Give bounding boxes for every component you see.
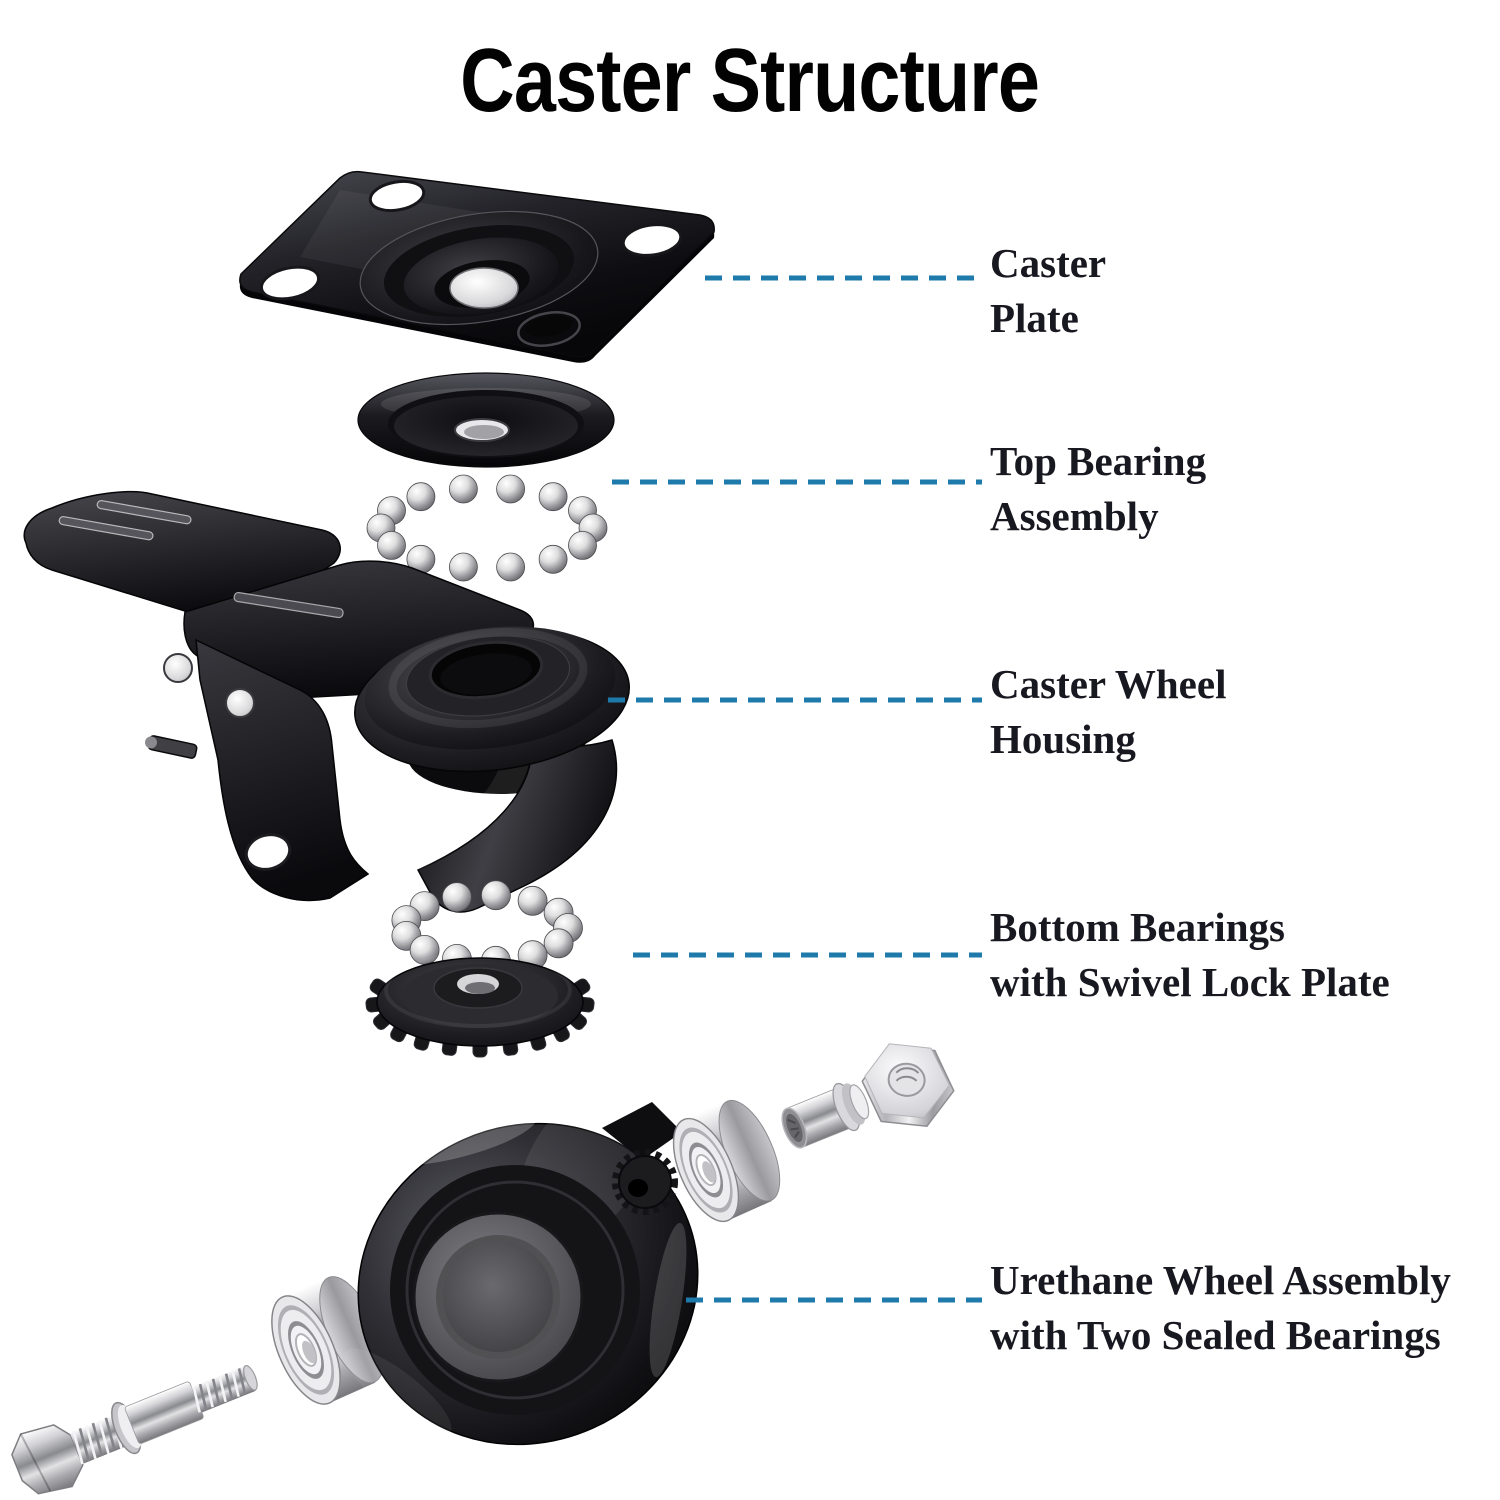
label-caster-plate: Caster Plate (990, 236, 1495, 346)
label-line: with Swivel Lock Plate (990, 959, 1390, 1005)
label-line: Plate (990, 295, 1079, 341)
label-line: Top Bearing (990, 438, 1207, 484)
hex-nut (861, 1043, 955, 1127)
top-bearing-balls (366, 474, 608, 582)
page-title-row: Caster Structure (0, 30, 1500, 133)
top-bearing-dish (357, 372, 615, 468)
page-title: Caster Structure (460, 31, 1041, 131)
swivel-lock-plate (365, 952, 595, 1058)
label-line: with Two Sealed Bearings (990, 1312, 1441, 1358)
caster-wheel-housing (23, 490, 630, 913)
label-urethane-wheel-assembly: Urethane Wheel Assembly with Two Sealed … (990, 1253, 1495, 1363)
axle-bolt (11, 1364, 258, 1495)
brake-pedal (23, 490, 341, 618)
label-line: Urethane Wheel Assembly (990, 1257, 1451, 1303)
label-bottom-bearings: Bottom Bearings with Swivel Lock Plate (990, 900, 1495, 1010)
wheel-assembly (11, 1043, 955, 1495)
label-caster-wheel-housing: Caster Wheel Housing (990, 657, 1495, 767)
label-line: Assembly (990, 493, 1159, 539)
caster-plate (239, 170, 715, 363)
label-line: Bottom Bearings (990, 904, 1285, 950)
urethane-wheel (344, 1083, 699, 1446)
label-line: Housing (990, 716, 1136, 762)
label-line: Caster (990, 240, 1107, 286)
axle-sleeve (781, 1082, 870, 1149)
label-top-bearing-assembly: Top Bearing Assembly (990, 434, 1495, 544)
label-line: Caster Wheel (990, 661, 1227, 707)
